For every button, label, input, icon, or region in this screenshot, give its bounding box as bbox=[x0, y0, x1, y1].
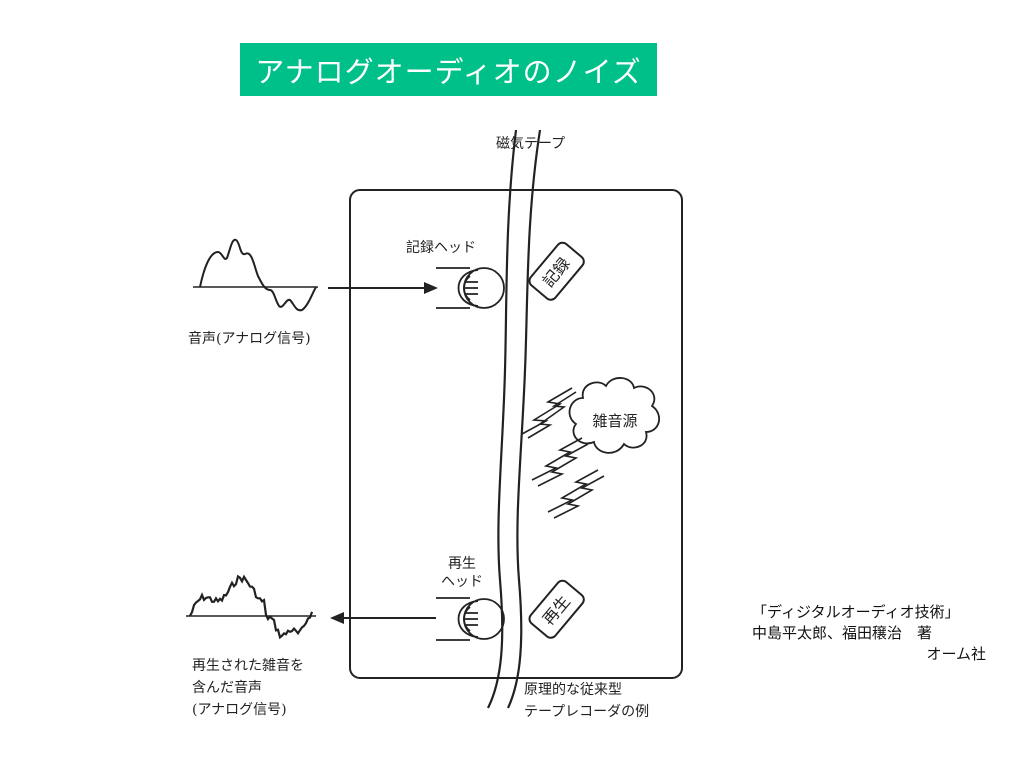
lightning-bolt-icon bbox=[531, 437, 583, 481]
noise-source-cloud bbox=[568, 377, 660, 454]
lightning-bolt-icon bbox=[547, 469, 599, 513]
recorder-body bbox=[349, 189, 683, 679]
output-noisy-waveform bbox=[189, 574, 314, 640]
record-head-label: 記録ヘッド bbox=[406, 239, 476, 256]
citation-publisher: オーム社 bbox=[926, 645, 986, 663]
lightning-bolt-icon bbox=[553, 475, 605, 519]
record-zone bbox=[528, 241, 585, 301]
magnetic-tape-right-edge bbox=[507, 129, 542, 709]
output-label-line1: 再生された雑音を bbox=[192, 657, 304, 674]
output-arrow bbox=[330, 612, 436, 624]
noise-source-label: 雑音源 bbox=[592, 412, 637, 430]
citation-authors: 中島平太郎、福田穣治 著 bbox=[752, 624, 933, 642]
record-head bbox=[436, 267, 505, 309]
lightning-bolt-icon bbox=[527, 391, 577, 439]
book-citation: 「ディジタルオーディオ技術」 中島平太郎、福田穣治 著 オーム社 bbox=[752, 602, 992, 665]
playback-zone bbox=[528, 579, 585, 639]
noise-lightning-bolts bbox=[521, 387, 605, 519]
output-label-line2: 含んだ音声 bbox=[192, 679, 262, 696]
slide-title: アナログオーディオのノイズ bbox=[240, 43, 657, 96]
magnetic-tape-left-edge bbox=[487, 129, 518, 709]
analog-input-label: 音声(アナログ信号) bbox=[188, 330, 311, 347]
diagram-caption-line1: 原理的な従来型 bbox=[524, 682, 622, 698]
playback-head-label-line2: ヘッド bbox=[441, 574, 483, 590]
citation-title: 「ディジタルオーディオ技術」 bbox=[752, 603, 960, 621]
playback-head bbox=[436, 597, 505, 641]
input-arrow bbox=[328, 282, 438, 294]
diagram-caption-line2: テープレコーダの例 bbox=[524, 704, 649, 720]
playback-head-label-line1: 再生 bbox=[448, 556, 476, 572]
lightning-bolt-icon bbox=[537, 443, 589, 487]
output-label-line3: (アナログ信号) bbox=[192, 702, 287, 718]
input-analog-waveform bbox=[199, 238, 317, 312]
tape-label: 磁気テープ bbox=[496, 136, 565, 152]
